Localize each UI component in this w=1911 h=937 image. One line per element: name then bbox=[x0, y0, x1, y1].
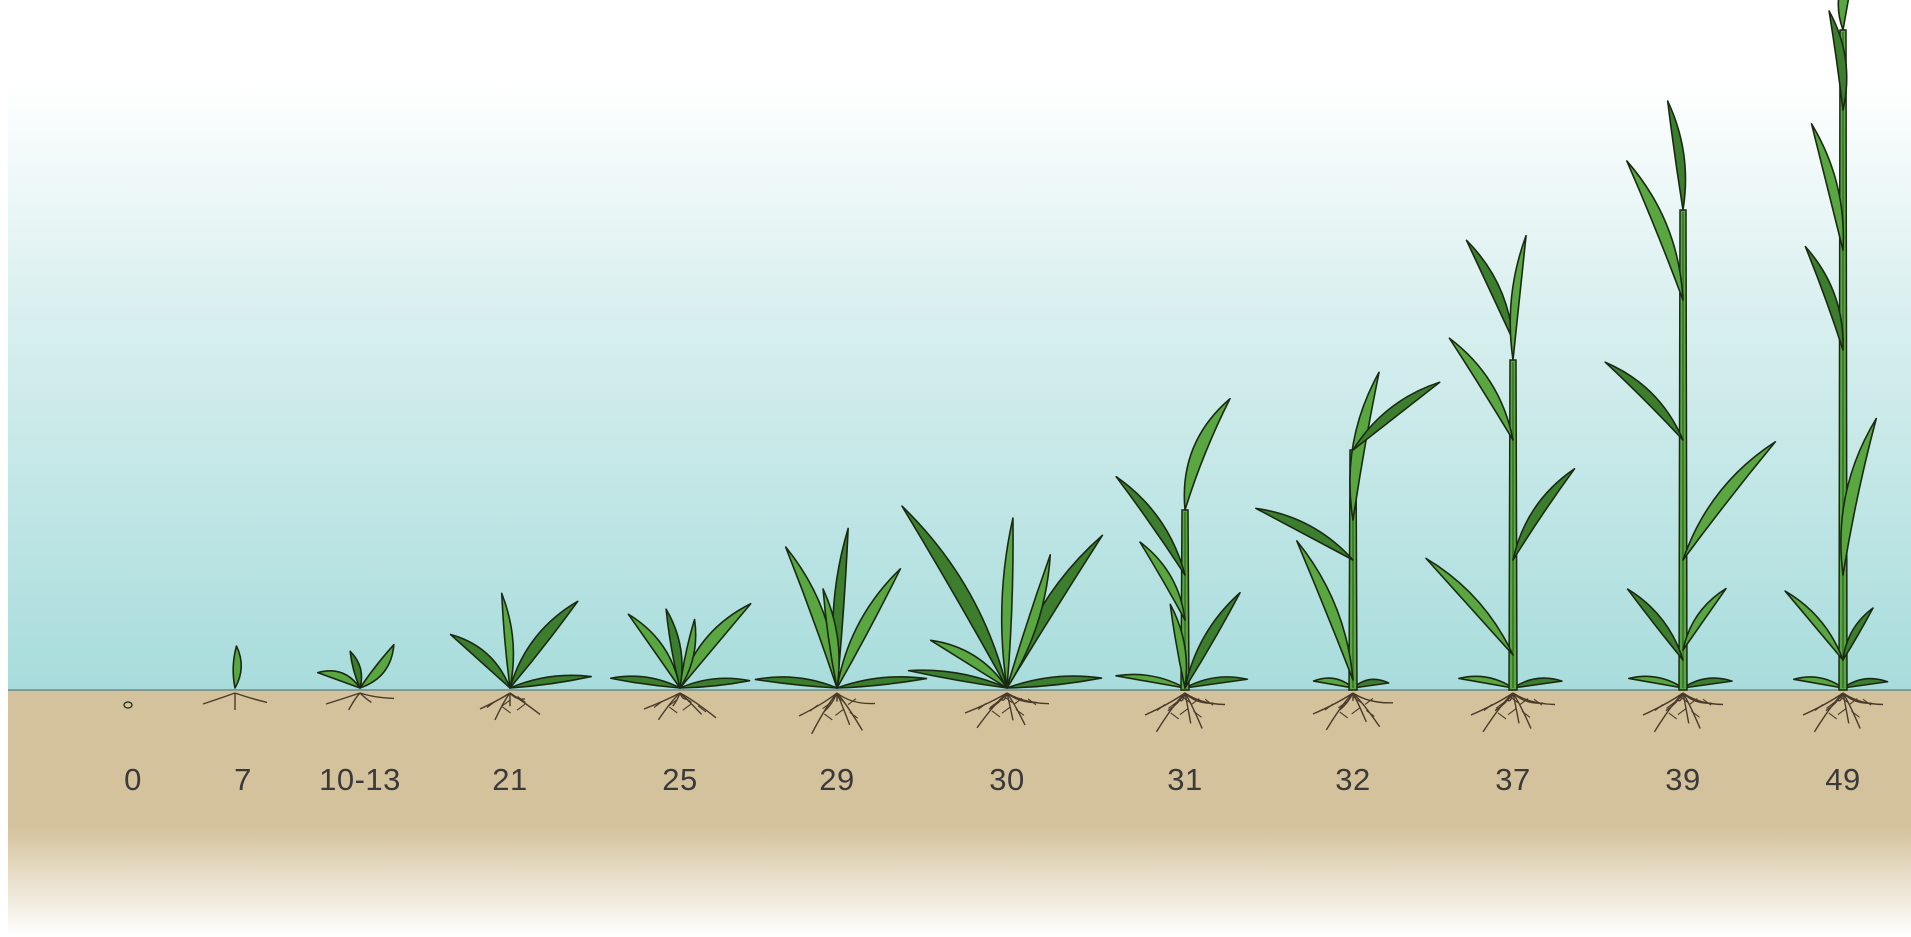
stage-label: 49 bbox=[1773, 762, 1911, 798]
stage-label: 31 bbox=[1115, 762, 1255, 798]
soil-background bbox=[8, 690, 1911, 937]
stage-label: 10-13 bbox=[290, 762, 430, 798]
stage-label: 37 bbox=[1443, 762, 1583, 798]
stage-label: 39 bbox=[1613, 762, 1753, 798]
stage-label: 32 bbox=[1283, 762, 1423, 798]
stage-label: 21 bbox=[440, 762, 580, 798]
stage-label: 29 bbox=[767, 762, 907, 798]
stage-label: 30 bbox=[937, 762, 1077, 798]
stage-label: 25 bbox=[610, 762, 750, 798]
